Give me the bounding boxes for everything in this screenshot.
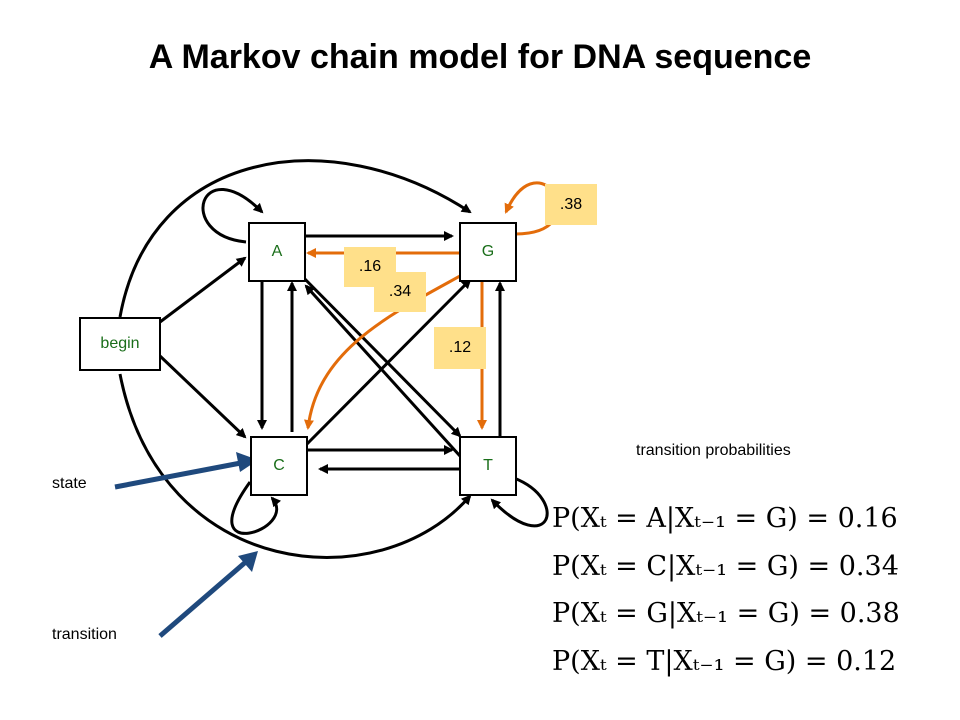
transition-probabilities-label: transition probabilities	[636, 442, 791, 459]
transition-label: transition	[52, 626, 117, 643]
self-loop-t	[490, 476, 549, 528]
page-title: A Markov chain model for DNA sequence	[148, 38, 812, 76]
equation-g-to-g: P(Xₜ = G|Xₜ₋₁ = G) = 0.38	[552, 598, 900, 629]
equation-g-to-t: P(Xₜ = T|Xₜ₋₁ = G) = 0.12	[552, 646, 897, 677]
begin-state: begin	[79, 317, 161, 371]
equation-g-to-a: P(Xₜ = A|Xₜ₋₁ = G) = 0.16	[552, 503, 898, 534]
transition-begin-a	[159, 256, 247, 324]
equation-g-to-c: P(Xₜ = C|Xₜ₋₁ = G) = 0.34	[552, 551, 899, 582]
self-loop-c	[230, 481, 282, 535]
self-loop-a	[201, 188, 264, 244]
state-label: state	[52, 475, 87, 492]
transition-begin-c	[158, 354, 247, 439]
transition-a-t	[294, 268, 462, 438]
transition-begin-t	[118, 373, 472, 559]
prob-g-to-c: .34	[374, 272, 426, 312]
transition-callout-arrow	[158, 558, 250, 638]
prob-g-to-g: .38	[545, 184, 597, 225]
transition-t-a	[304, 284, 462, 458]
state-c: C	[250, 436, 308, 496]
state-callout-arrow	[114, 459, 247, 490]
transition-c-g	[304, 278, 472, 447]
state-a: A	[248, 222, 306, 282]
state-t: T	[459, 436, 517, 496]
transition-begin-g	[118, 159, 472, 318]
prob-g-to-t: .12	[434, 327, 486, 369]
state-g: G	[459, 222, 517, 282]
